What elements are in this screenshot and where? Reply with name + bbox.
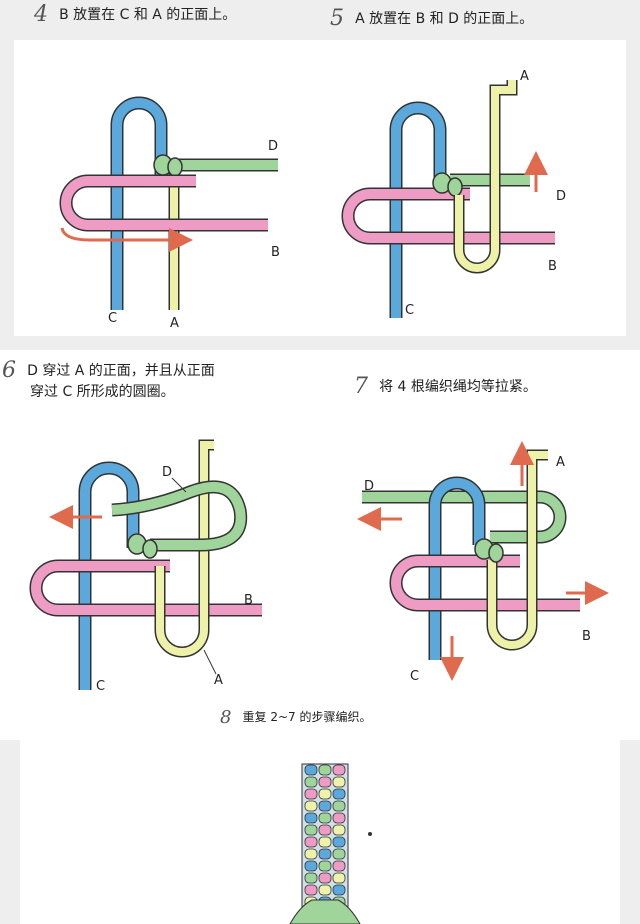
cord-a-yellow <box>154 439 214 658</box>
cord-a-yellow <box>474 449 548 651</box>
step-6-pointer-a <box>203 649 217 675</box>
step-5-label-a: A <box>520 69 529 84</box>
braid-segment <box>332 848 346 860</box>
braid-segment <box>318 812 332 824</box>
step-7-text: 将 4 根编织绳均等拉紧。 <box>379 379 537 395</box>
cord-c-blue <box>110 96 168 310</box>
cord-c-blue <box>389 101 447 318</box>
braid-segment <box>304 860 318 872</box>
braid-segment <box>318 884 332 896</box>
step-4-diagram: D B C A <box>59 96 280 331</box>
cord-b-pink <box>59 174 268 232</box>
braid-segment <box>304 812 318 824</box>
braid-segment <box>318 860 332 872</box>
braid-segment <box>304 884 318 896</box>
step-4-label-d: D <box>268 139 278 154</box>
braid-segment <box>318 848 332 860</box>
step-6-number: 6 <box>2 358 16 383</box>
braid-segment <box>318 824 332 836</box>
step-7-caption: 7 将 4 根编织绳均等拉紧。 <box>354 374 537 399</box>
braided-cord <box>289 763 361 924</box>
step-5-label-c: C <box>405 303 414 318</box>
step-6-label-d: D <box>162 465 172 480</box>
step-6-text-line2: 穿过 C 所形成的圆圈。 <box>30 384 175 400</box>
cord-a-yellow <box>453 80 518 274</box>
step-7-label-d: D <box>364 479 374 494</box>
cord-c-blue <box>428 476 486 660</box>
step-4-label-b: B <box>271 245 280 260</box>
step-7-number: 7 <box>354 374 368 399</box>
step-6-label-b: B <box>244 593 253 608</box>
step-6-text-line1: D 穿过 A 的正面，并且从正面 <box>27 363 215 379</box>
braid-segment <box>332 776 346 788</box>
step-8-dot <box>368 832 372 836</box>
braid-segment <box>332 884 346 896</box>
braid-segment <box>318 872 332 884</box>
braid-segment <box>318 788 332 800</box>
braid-segment <box>318 836 332 848</box>
cord-d-green <box>362 490 567 544</box>
step-6-label-a: A <box>214 673 223 688</box>
step-7-label-b: B <box>582 629 591 644</box>
braid-segment <box>318 800 332 812</box>
step-8-caption: 8 重复 2~7 的步骤编织。 <box>220 706 372 728</box>
step-5-caption: 5 A 放置在 B 和 D 的正面上。 <box>330 6 533 31</box>
braid-segment <box>332 812 346 824</box>
braid-segment <box>332 788 346 800</box>
step-6-label-c: C <box>96 679 105 694</box>
braid-segment <box>304 872 318 884</box>
step-5-label-b: B <box>548 259 557 274</box>
step-4-caption: 4 B 放置在 C 和 A 的正面上。 <box>34 2 236 27</box>
braid-segment <box>332 764 346 776</box>
braid-segment <box>332 836 346 848</box>
step-4-label-a: A <box>170 316 179 331</box>
step-6-diagram: D B C A <box>29 439 262 694</box>
step-4-arrow <box>60 227 193 252</box>
step-5-number: 5 <box>330 6 344 31</box>
cord-d-green <box>153 154 278 177</box>
braid-segment <box>304 764 318 776</box>
step-6-caption: 6 D 穿过 A 的正面，并且从正面 穿过 C 所形成的圆圈。 <box>2 358 215 402</box>
step-8-number: 8 <box>220 707 232 728</box>
braid-segment <box>332 800 346 812</box>
braid-segment <box>318 764 332 776</box>
cord-d-green <box>111 480 248 559</box>
cord-b-pink <box>389 554 580 612</box>
braid-segment <box>304 800 318 812</box>
braid-segment <box>318 776 332 788</box>
step-4-label-c: C <box>108 311 117 326</box>
step-8-text: 重复 2~7 的步骤编织。 <box>242 710 372 724</box>
step-7-label-a: A <box>556 455 565 470</box>
step-7-label-c: C <box>410 669 419 684</box>
braid-segment <box>304 824 318 836</box>
step-4-text: B 放置在 C 和 A 的正面上。 <box>59 7 237 23</box>
step-6-pointer-d <box>171 477 187 493</box>
step-5-diagram: A D B C <box>341 69 566 318</box>
braid-segment <box>332 860 346 872</box>
cord-c-blue <box>78 461 140 690</box>
step-4-number: 4 <box>34 2 48 27</box>
braid-segment <box>304 776 318 788</box>
step-7-diagram: D A B C <box>357 441 609 684</box>
cord-b-pink <box>341 187 555 245</box>
step-5-text: A 放置在 B 和 D 的正面上。 <box>355 11 534 27</box>
braid-segment <box>332 872 346 884</box>
braid-segment <box>304 836 318 848</box>
braid-bottom-flare <box>289 899 361 924</box>
cord-b-pink <box>29 559 262 617</box>
braid-segment <box>304 788 318 800</box>
step-5-label-d: D <box>556 189 566 204</box>
braid-segment <box>304 848 318 860</box>
braid-segment <box>332 824 346 836</box>
